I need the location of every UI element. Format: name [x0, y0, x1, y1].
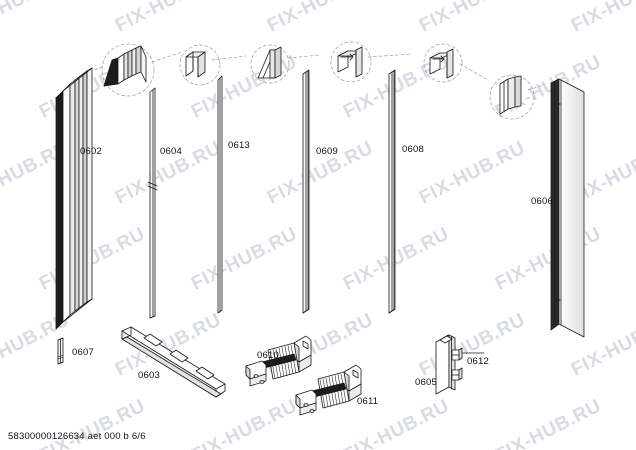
detail-callout-0609: [330, 41, 372, 83]
part-label-0609: 0609: [316, 146, 338, 157]
part-label-0608: 0608: [402, 144, 424, 155]
part-0609-graphic: [302, 69, 310, 314]
part-0602-graphic: [55, 67, 93, 330]
part-label-0610: 0610: [257, 350, 279, 361]
part-label-0612: 0612: [467, 356, 489, 367]
part-0607-graphic: [57, 337, 64, 365]
part-label-0602: 0602: [80, 146, 102, 157]
document-footer-code: 58300000126634 aet 000 b 6/6: [8, 431, 146, 442]
part-0604-graphic: [147, 87, 158, 319]
detail-callout-0608: [423, 43, 463, 83]
part-label-0604: 0604: [160, 146, 182, 157]
part-label-0607: 0607: [72, 347, 94, 358]
part-0605-graphic: [435, 334, 456, 395]
part-label-0606: 0606: [531, 196, 553, 207]
part-0613-graphic: [217, 75, 223, 314]
part-label-0605: 0605: [415, 377, 437, 388]
part-label-0611: 0611: [357, 396, 379, 407]
detail-callout-0602: [101, 43, 155, 97]
part-label-0613: 0613: [228, 140, 250, 151]
part-0603-graphic: [121, 326, 226, 398]
part-0610-graphic: [245, 335, 312, 387]
part-0606-graphic: [550, 78, 585, 338]
detail-callout-0604: [179, 44, 221, 86]
part-0612-graphic: [451, 347, 485, 381]
detail-callout-0613: [250, 44, 290, 84]
detail-callout-0606: [489, 74, 535, 120]
part-label-0603: 0603: [138, 370, 160, 381]
part-0608-graphic: [388, 69, 396, 314]
part-0611-graphic: [295, 364, 362, 416]
